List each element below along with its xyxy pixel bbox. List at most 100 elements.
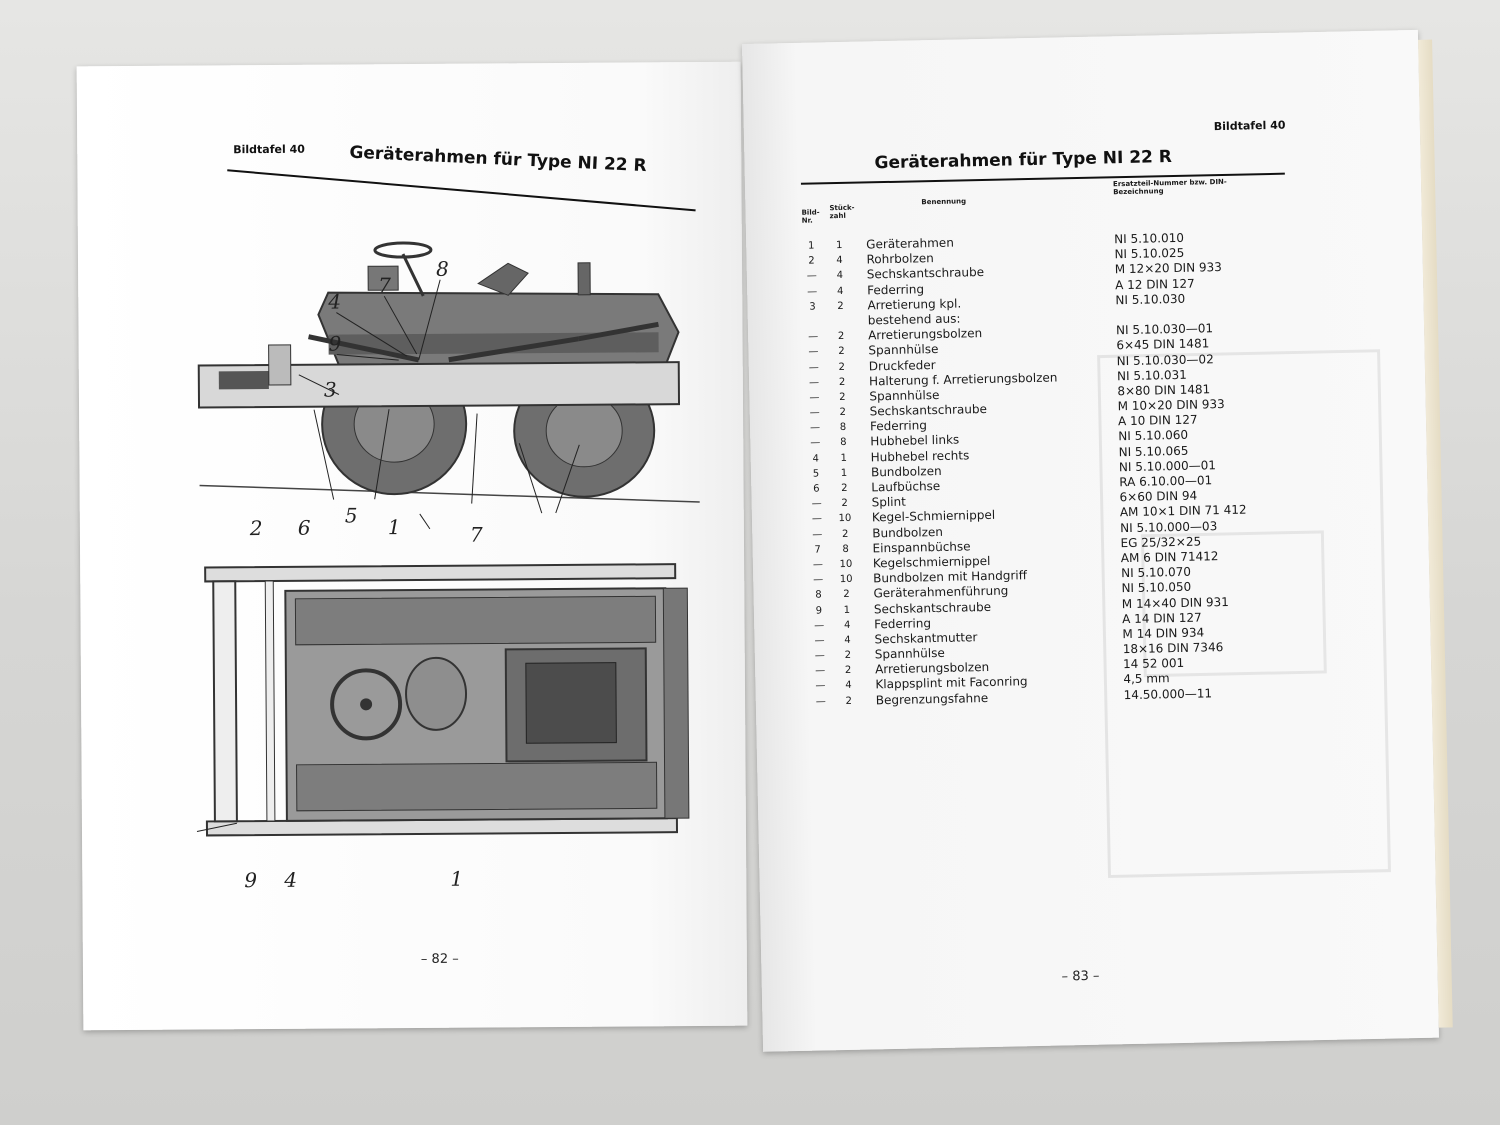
- cell-code: EG 25/32×25: [1120, 534, 1202, 550]
- cell-nr: —: [808, 361, 819, 374]
- side-view-diagram: 8 7 4 9 3 7: [197, 241, 700, 530]
- cell-code: A 10 DIN 127: [1117, 412, 1198, 429]
- cell-nr: —: [811, 513, 823, 526]
- cell-nr: —: [815, 680, 826, 693]
- cell-name: Rohrbolzen: [866, 251, 934, 267]
- callout-1: 1: [388, 515, 401, 539]
- cell-nr: —: [808, 346, 819, 358]
- cell-code: NI 5.10.030: [1115, 291, 1186, 307]
- cell-qty: 8: [840, 437, 847, 449]
- cell-nr: 1: [807, 240, 815, 252]
- cell-qty: 1: [835, 239, 843, 252]
- col-header-name: Benennung: [921, 197, 967, 207]
- callout-9: 9: [329, 331, 342, 355]
- cell-code: A 12 DIN 127: [1114, 276, 1195, 292]
- callout-1-top: 1: [450, 867, 463, 891]
- cell-name: Bundbolzen: [872, 524, 944, 540]
- cell-nr: —: [808, 377, 820, 389]
- cell-code: M 14 DIN 934: [1122, 625, 1205, 642]
- plate-label-left: Bildtafel 40: [233, 142, 305, 157]
- top-view-diagram: [196, 563, 690, 837]
- cell-nr: —: [808, 331, 819, 343]
- cell-nr: 4: [812, 453, 820, 465]
- cell-nr: —: [810, 437, 821, 450]
- cell-code: 6×45 DIN 1481: [1116, 336, 1210, 353]
- cell-name: bestehend aus:: [867, 311, 961, 328]
- cell-qty: 2: [841, 498, 848, 510]
- cell-nr: —: [812, 559, 824, 571]
- cell-code: NI 5.10.025: [1114, 245, 1185, 262]
- cell-qty: 2: [839, 406, 847, 419]
- cell-qty: 10: [839, 558, 853, 571]
- cell-qty: 2: [837, 300, 844, 312]
- cell-qty: 8: [839, 422, 847, 434]
- cell-code: NI 5.10.070: [1121, 564, 1192, 581]
- page-title-left: Geräterahmen für Type NI 22 R: [349, 142, 648, 177]
- cell-nr: —: [809, 392, 820, 404]
- cell-code: 4,5 mm: [1123, 671, 1170, 687]
- cell-name: Federring: [867, 281, 925, 297]
- cell-qty: 4: [845, 680, 852, 692]
- cell-code: A 14 DIN 127: [1121, 610, 1202, 626]
- cell-qty: 4: [844, 634, 851, 646]
- cell-name: Spannhülse: [874, 645, 945, 662]
- cell-qty: 2: [838, 361, 846, 373]
- callout-4-top: 4: [283, 868, 297, 892]
- top-view-callouts: 9 4 1: [244, 867, 463, 893]
- cell-qty: 2: [837, 331, 845, 343]
- callout-7a: 7: [378, 273, 391, 297]
- cell-code: NI 5.10.065: [1118, 443, 1189, 459]
- callout-3: 3: [324, 378, 337, 402]
- callout-8: 8: [436, 257, 449, 281]
- cell-name: Hubhebel links: [870, 432, 960, 449]
- col-header-nr: Bild-Nr.: [801, 208, 820, 225]
- callout-9-top: 9: [244, 868, 257, 892]
- cell-code: 14 52 001: [1122, 656, 1185, 672]
- cell-nr: 3: [809, 301, 816, 313]
- cell-nr: 8: [815, 589, 822, 601]
- cell-nr: —: [811, 498, 822, 510]
- cell-code: NI 5.10.050: [1121, 580, 1192, 596]
- cell-nr: 2: [808, 255, 815, 267]
- cell-name: Begrenzungsfahne: [875, 690, 989, 707]
- cell-code: RA 6.10.00—01: [1119, 473, 1213, 490]
- cell-qty: 10: [838, 513, 852, 525]
- col-header-code: Ersatzteil-Nummer bzw. DIN-Bezeichnung: [1112, 177, 1227, 197]
- cell-name: Spannhülse: [868, 342, 939, 358]
- cell-name: Laufbüchse: [871, 478, 941, 495]
- cell-qty: 8: [842, 543, 849, 555]
- cell-nr: 5: [812, 468, 820, 480]
- parts-table: Bild-Nr. Stück-zahl Benennung Ersatzteil…: [801, 178, 1372, 709]
- cell-nr: 7: [814, 544, 821, 556]
- cell-code: NI 5.10.060: [1118, 428, 1189, 444]
- cell-code: NI 5.10.030—02: [1116, 351, 1214, 368]
- cell-name: Druckfeder: [868, 357, 936, 373]
- page-title-right: Geräterahmen für Type NI 22 R: [874, 147, 1173, 174]
- page-number-right: – 83 –: [1061, 968, 1100, 985]
- cell-qty: 2: [838, 376, 846, 388]
- left-page: Bildtafel 40 Geräterahmen für Type NI 22…: [76, 61, 748, 1031]
- cell-code: 6×60 DIN 94: [1119, 488, 1198, 505]
- cell-qty: 2: [844, 665, 852, 677]
- cell-name: Federring: [874, 615, 932, 632]
- cell-nr: —: [815, 696, 826, 708]
- side-view-callouts-bottom: 2 6 5 1 7: [249, 503, 483, 546]
- col-header-qty: Stück-zahl: [829, 203, 855, 221]
- cell-nr: —: [807, 286, 818, 298]
- cell-nr: 9: [815, 604, 823, 617]
- callout-4: 4: [327, 289, 341, 313]
- cell-qty: 2: [845, 695, 853, 707]
- cell-qty: 4: [843, 619, 851, 631]
- cell-qty: 1: [840, 467, 848, 479]
- cell-name: Arretierung kpl.: [867, 296, 962, 313]
- right-page: Bildtafel 40 Geräterahmen für Type NI 22…: [742, 29, 1453, 1052]
- callout-2: 2: [249, 516, 263, 540]
- plate-label-right: Bildtafel 40: [1213, 118, 1286, 134]
- cell-code: 14.50.000—11: [1123, 685, 1213, 702]
- cell-nr: —: [815, 665, 826, 677]
- cell-code: NI 5.10.010: [1114, 230, 1185, 247]
- callout-5: 5: [345, 503, 358, 527]
- page-number-left: – 82 –: [420, 951, 459, 967]
- cell-qty: 2: [843, 589, 850, 601]
